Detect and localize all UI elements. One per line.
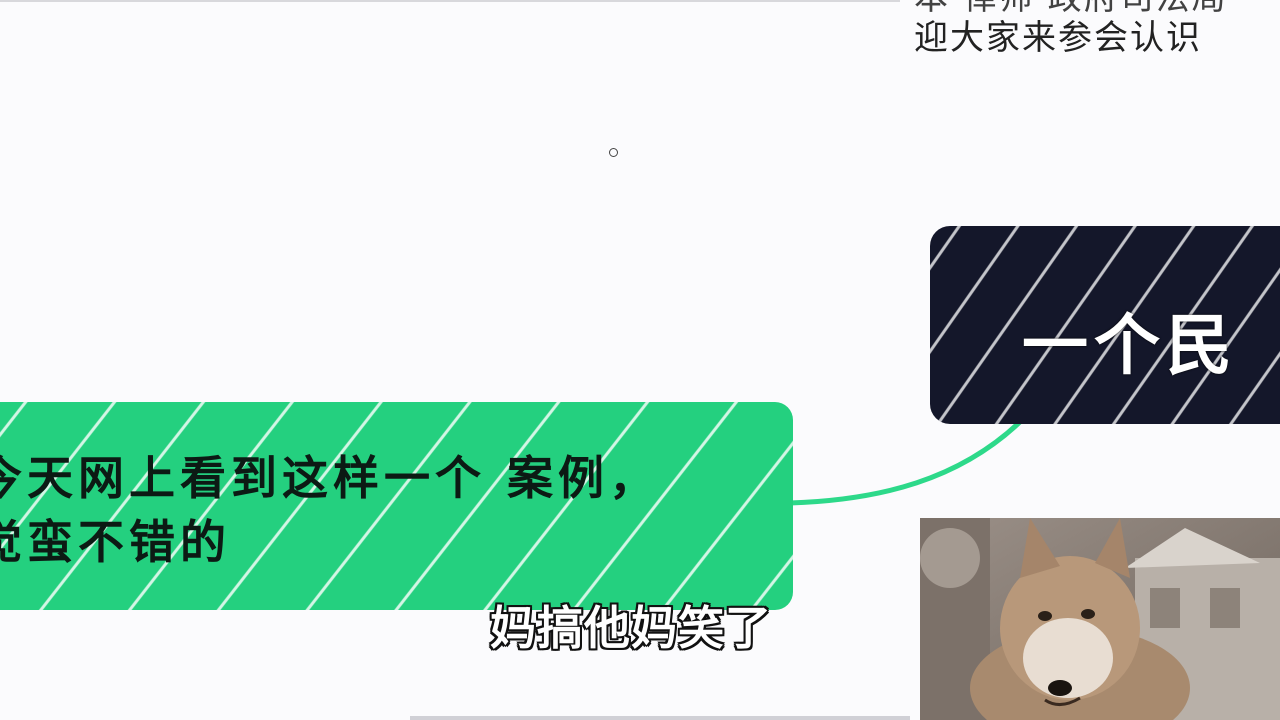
dark-node-hatch-texture xyxy=(930,226,1280,424)
connector-line xyxy=(787,417,1025,506)
green-node-line-1: 今天网上看到这样一个 案例， xyxy=(0,451,661,505)
bottom-border-line xyxy=(410,716,910,720)
shiba-dog-photo xyxy=(920,518,1280,720)
green-topic-node[interactable]: 今天网上看到这样一个 案例， 觉蛮不错的 xyxy=(0,402,793,610)
top-right-text-block: 本 律师 政府司法局 迎大家来参会认识 xyxy=(914,0,1280,58)
top-text-line-2: 迎大家来参会认识 xyxy=(914,18,1202,58)
dark-node-label: 一个民 xyxy=(1022,307,1238,384)
dark-topic-node[interactable]: 一个民 xyxy=(930,226,1280,424)
video-subtitle: 妈搞他妈笑了 xyxy=(490,601,772,655)
cursor-icon xyxy=(609,148,618,157)
green-node-label: 今天网上看到这样一个 案例， 觉蛮不错的 xyxy=(0,446,660,574)
green-node-hatch-texture xyxy=(0,402,793,610)
top-border-line xyxy=(0,0,900,2)
top-text-line-1: 本 律师 政府司法局 xyxy=(914,0,1280,18)
green-node-line-2: 觉蛮不错的 xyxy=(0,515,231,569)
dog-image-drawing xyxy=(920,518,1280,720)
